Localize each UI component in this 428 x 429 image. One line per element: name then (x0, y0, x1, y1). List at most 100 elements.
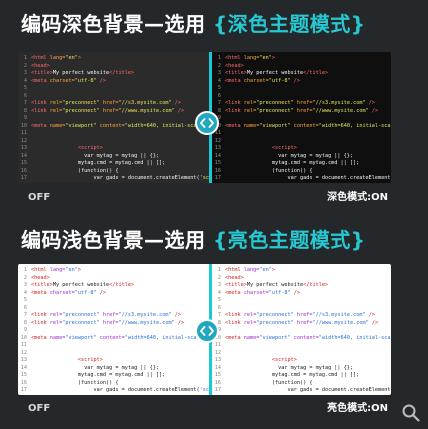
code-token: content= (96, 122, 125, 129)
code-line: 10<meta name="viewport" content="width=6… (212, 335, 391, 343)
code-line: 18 gads.async = true; (18, 183, 209, 184)
code-line: 4<meta charset="utf-8" /> (212, 290, 391, 298)
code-line: 12 (18, 138, 209, 146)
code-token: lang= (49, 267, 66, 273)
code-token: href= (293, 107, 313, 114)
code-line: 18 gads.async = true; (18, 395, 209, 396)
code-line: 14 var mytag = mytag || {}; (212, 365, 391, 373)
line-number: 8 (217, 319, 221, 326)
line-number: 15 (20, 160, 27, 166)
line-number: 18 (212, 395, 221, 396)
code-token: "preconnect" (256, 107, 294, 114)
code-token: "//s3.mysite.com" (118, 100, 172, 106)
code-token: /> (368, 319, 379, 326)
code-line: 5 (212, 85, 391, 93)
code-line: 16 (function() { (18, 168, 209, 176)
code-token: "utf-8" (268, 289, 291, 296)
code-token: /> (365, 312, 375, 318)
code-token: "//www.mysite.com" (312, 107, 369, 114)
line-number: 3 (217, 282, 221, 288)
code-token: rel= (243, 319, 257, 326)
code-line: 5 (212, 297, 391, 305)
line-number: 11 (214, 130, 221, 136)
code-token: rel= (243, 107, 257, 114)
code-token: My perfect website (246, 282, 304, 288)
code-token: "viewport" (65, 122, 97, 129)
code-line: 12 (18, 350, 209, 358)
code-token: <meta (31, 334, 50, 341)
code-token: (function() { (31, 379, 119, 386)
code-line: 13 <script> (212, 357, 391, 365)
code-token: <head> (225, 274, 244, 281)
line-number: 9 (217, 327, 221, 333)
code-line: 7<link rel="preconnect" href="//s3.mysit… (18, 100, 209, 108)
code-token: mytag.cmd = mytag.cmd || []; (225, 372, 360, 378)
code-token: My perfect website (52, 70, 110, 76)
search-icon[interactable] (402, 404, 420, 422)
code-token (31, 357, 78, 363)
line-number: 13 (20, 145, 27, 151)
line-number: 15 (214, 372, 221, 378)
line-number: 6 (23, 304, 27, 311)
line-number: 5 (217, 297, 221, 303)
code-line: 2 <head> (212, 63, 391, 71)
code-token: href= (293, 312, 313, 318)
code-token: href= (99, 107, 119, 114)
code-token: href= (99, 100, 119, 106)
dark-right-editor: 1<html lang="en">2<head>3<title>My perfe… (212, 52, 391, 183)
code-token: My perfect website (52, 282, 110, 288)
line-number: 16 (214, 167, 221, 174)
line-number: 15 (20, 372, 27, 378)
line-number: 16 (20, 379, 27, 386)
line-number: 17 (214, 175, 221, 181)
line-number: 13 (214, 145, 221, 151)
code-token: <head> (225, 62, 244, 69)
code-token: var mytag = mytag || {}; (31, 364, 160, 371)
line-number: 9 (23, 115, 27, 121)
code-token: name= (243, 122, 260, 129)
code-token: <link (225, 319, 244, 326)
code-line: 16 (function() { (212, 168, 391, 176)
code-token: <meta (225, 334, 244, 341)
code-token: gads.async = true; (31, 183, 149, 184)
line-number: 6 (217, 304, 221, 311)
line-number: 3 (23, 70, 27, 76)
code-token: </title> (109, 70, 135, 76)
dark-on-label: 深色模式:ON (327, 192, 388, 203)
code-token: href= (99, 312, 119, 318)
code-token: <script> (271, 357, 297, 363)
dark-left-editor: 1<html lang="en">2<head>3<title>My perfe… (18, 52, 209, 183)
code-token: mytag.cmd = mytag.cmd || []; (31, 160, 166, 166)
code-token: rel= (49, 319, 63, 326)
code-line: 5 (18, 85, 209, 93)
code-token: "width=640, initial-scale=1" (318, 122, 391, 129)
code-token: "preconnect" (62, 319, 100, 326)
line-number: 11 (214, 342, 221, 348)
code-line: 10<meta name="viewport" content="width=6… (18, 123, 209, 131)
light-compare-handle[interactable] (195, 319, 219, 343)
line-number: 14 (214, 152, 221, 159)
line-number: 18 (18, 183, 27, 184)
code-token: <script> (77, 145, 103, 151)
code-line: 6 (212, 305, 391, 313)
code-token: var mytag = mytag || {}; (225, 364, 354, 371)
code-token: charset= (243, 289, 269, 296)
code-line: 9 (212, 327, 391, 335)
code-token: (function() { (31, 167, 119, 174)
line-number: 14 (214, 364, 221, 371)
code-token: /> (290, 289, 300, 296)
code-line: 6 (18, 305, 209, 313)
line-number: 8 (23, 319, 27, 326)
code-line: 16 (function() { (18, 380, 209, 388)
code-token: rel= (49, 100, 63, 106)
code-token: var gads = document.createElement( (31, 387, 200, 393)
line-number: 2 (217, 62, 221, 69)
code-token: gads.async = true; (225, 395, 343, 396)
code-token: "en" (65, 55, 78, 61)
light-title-accent: {亮色主题模式} (212, 228, 366, 252)
code-token: "//s3.mysite.com" (312, 100, 366, 106)
line-number: 4 (23, 289, 27, 296)
line-number: 1 (23, 55, 27, 61)
dark-compare-handle[interactable] (195, 111, 219, 135)
code-token: "preconnect" (256, 319, 294, 326)
